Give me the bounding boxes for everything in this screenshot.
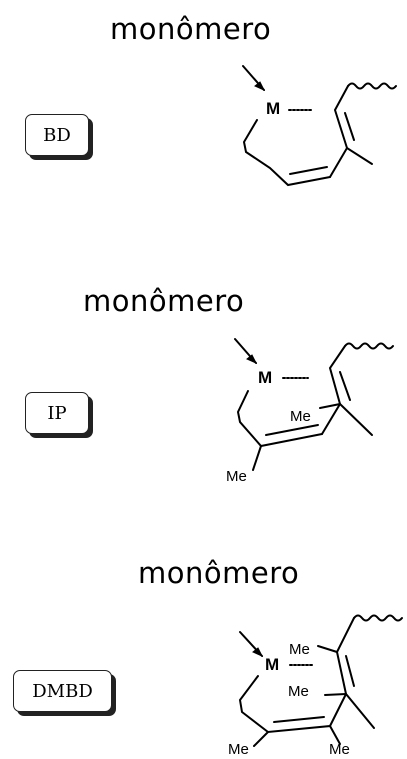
label-box: BD (25, 114, 89, 156)
structure-bd: M (242, 65, 397, 187)
methyl-label: Me (228, 741, 249, 758)
panel-bd: monômero BD M (0, 0, 407, 250)
structure-ip: M Me Me (226, 338, 394, 485)
metal-label: M (265, 655, 279, 674)
monomer-title: monômero (83, 284, 245, 318)
methyl-label: Me (226, 468, 247, 485)
methyl-label: Me (288, 683, 309, 700)
label-box: DMBD (13, 670, 112, 712)
structure-dmbd: M Me Me Me Me (228, 614, 403, 758)
methyl-label: Me (329, 741, 350, 758)
monomer-title: monômero (138, 556, 300, 590)
panel-dmbd: monômero DMBD M Me Me Me Me (0, 500, 407, 759)
label-box: IP (25, 392, 89, 434)
monomer-title: monômero (110, 12, 272, 46)
methyl-label: Me (290, 408, 311, 425)
methyl-label: Me (289, 641, 310, 658)
panel-ip: monômero IP M Me Me (0, 250, 407, 500)
metal-label: M (258, 368, 272, 387)
metal-label: M (266, 99, 280, 118)
